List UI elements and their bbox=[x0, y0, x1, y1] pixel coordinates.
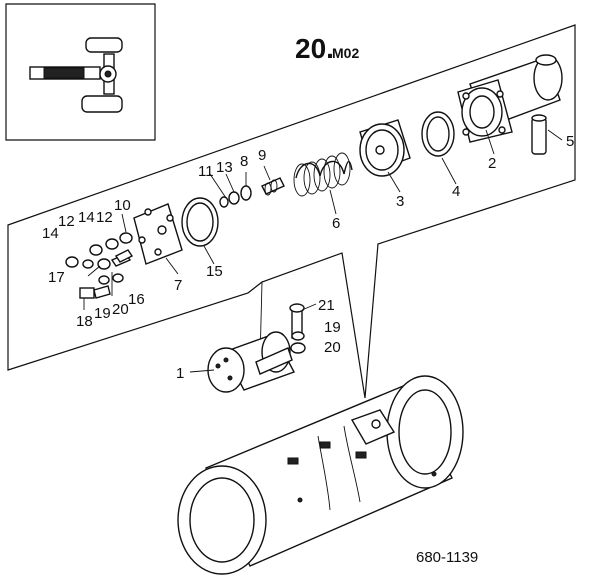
figure-title: 20. M02 bbox=[295, 33, 359, 64]
cylinder-housing-part-2 bbox=[457, 54, 563, 143]
label-part-14-right: 14 bbox=[78, 209, 95, 226]
label-part-20-left: 20 bbox=[112, 301, 129, 318]
pin-part-5 bbox=[531, 114, 547, 155]
label-part-9: 9 bbox=[258, 147, 266, 164]
label-part-19-left: 19 bbox=[94, 305, 111, 322]
label-part-19-right: 19 bbox=[324, 319, 341, 336]
part-number-labels: 1 2 3 4 5 6 7 8 9 10 11 12 12 13 14 14 1… bbox=[42, 133, 574, 382]
label-part-21: 21 bbox=[318, 297, 335, 314]
label-part-14-left: 14 bbox=[42, 225, 59, 242]
label-part-18: 18 bbox=[76, 313, 93, 330]
label-part-8: 8 bbox=[240, 153, 248, 170]
label-part-5: 5 bbox=[566, 133, 574, 150]
label-part-7: 7 bbox=[174, 277, 182, 294]
figure-model-code: M02 bbox=[332, 45, 359, 61]
label-part-12-right: 12 bbox=[96, 209, 113, 226]
label-part-10: 10 bbox=[114, 197, 131, 214]
label-part-16: 16 bbox=[128, 291, 145, 308]
label-part-17: 17 bbox=[48, 269, 65, 286]
cylinder-assembly-part-1 bbox=[207, 331, 295, 393]
bolt-and-washers-parts-18-19-20 bbox=[79, 273, 124, 299]
leader-lines bbox=[83, 129, 563, 373]
drawing-number: 680-1139 bbox=[416, 549, 478, 566]
seal-ring-part-4 bbox=[421, 111, 455, 157]
spring-part-6 bbox=[293, 152, 353, 197]
cover-plate-part-7 bbox=[133, 203, 183, 265]
washers-parts-19-20 bbox=[290, 331, 306, 354]
piston-part-3 bbox=[359, 119, 411, 177]
axle-housing bbox=[177, 375, 464, 575]
label-part-2: 2 bbox=[488, 155, 496, 172]
label-part-15: 15 bbox=[206, 263, 223, 280]
label-part-20-right: 20 bbox=[324, 339, 341, 356]
figure-number: 20. bbox=[295, 33, 334, 64]
label-part-13: 13 bbox=[216, 159, 233, 176]
label-part-3: 3 bbox=[396, 193, 404, 210]
o-ring-part-15 bbox=[181, 197, 219, 247]
exploded-view-frame bbox=[7, 24, 576, 399]
fasteners-parts-10-12-14-16-17 bbox=[65, 232, 134, 270]
vehicle-locator-inset bbox=[5, 3, 156, 141]
label-part-11: 11 bbox=[198, 163, 214, 180]
label-part-12-left: 12 bbox=[58, 213, 75, 230]
label-part-4: 4 bbox=[452, 183, 460, 200]
label-part-1: 1 bbox=[176, 365, 184, 382]
label-part-6: 6 bbox=[332, 215, 340, 232]
